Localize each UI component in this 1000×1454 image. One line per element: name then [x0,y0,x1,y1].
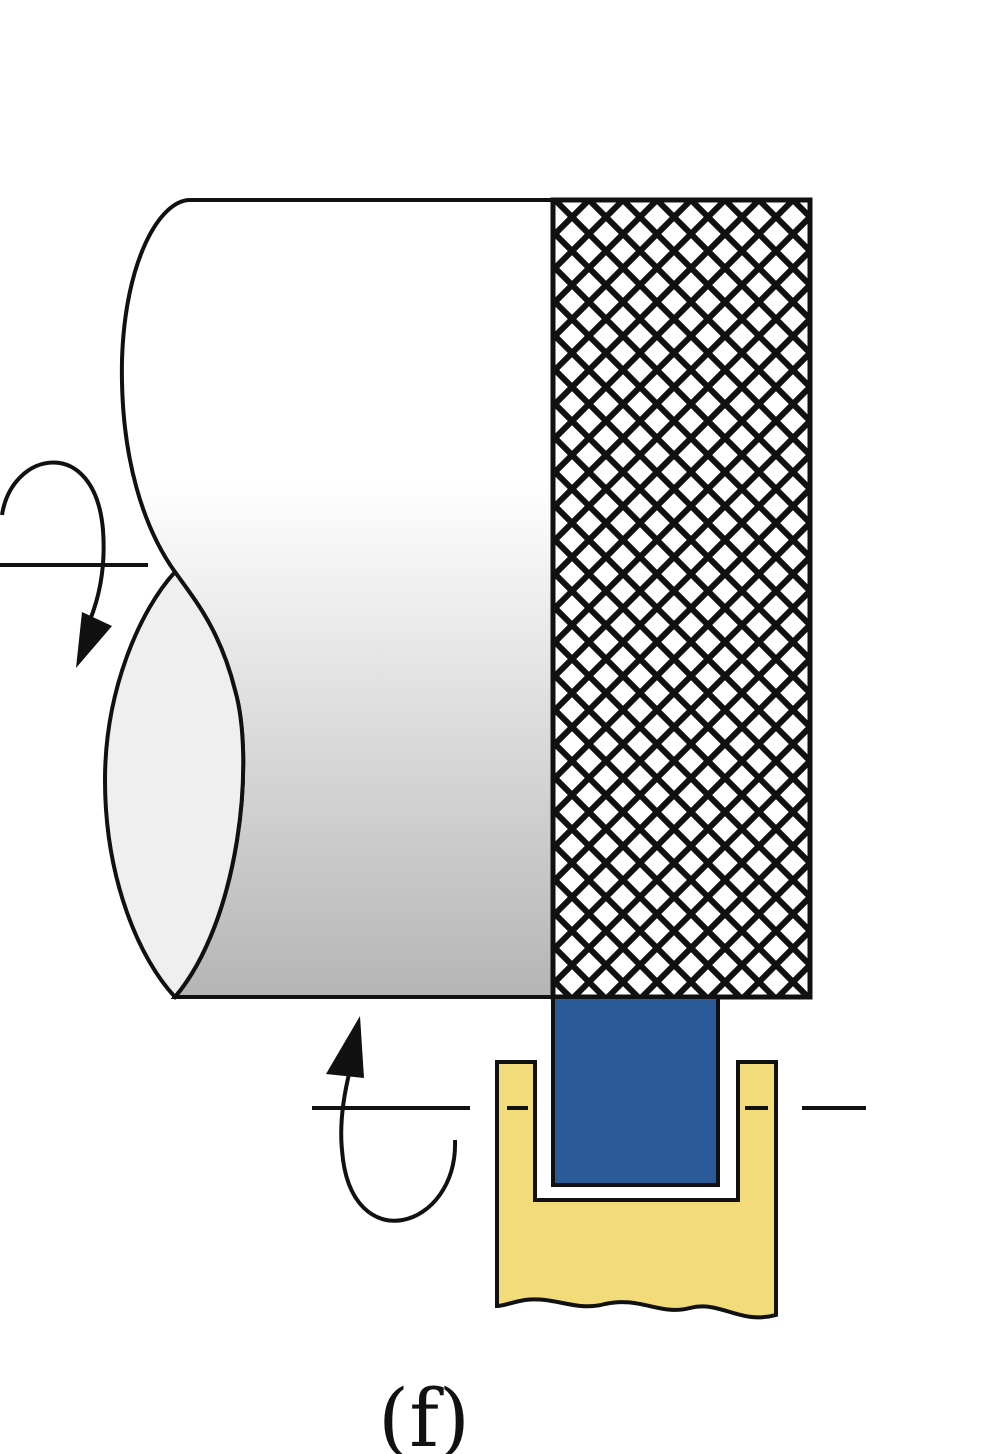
counter-rotation-arrow-icon [326,1016,458,1223]
tool-holder [495,1060,778,1320]
knurled-surface [550,197,813,1000]
clockwise-rotation-arrow-icon [0,460,148,668]
cylinder-end-face [102,568,246,1001]
cylinder-workpiece [102,198,555,1001]
figure-caption: (f) [378,1372,470,1454]
knurling-wheel [551,995,720,1187]
